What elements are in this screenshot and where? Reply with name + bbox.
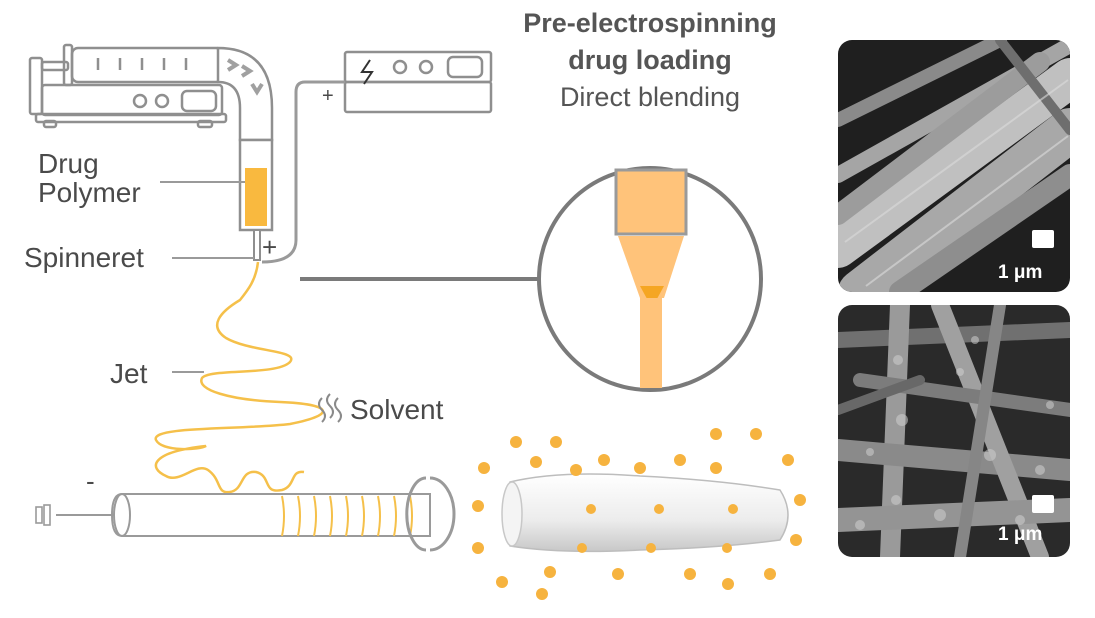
solvent-vapor-icon — [318, 393, 342, 423]
title-line-2: drug loading — [568, 45, 732, 75]
polymer-jet — [154, 261, 325, 494]
label-polymer: Polymer — [38, 177, 141, 208]
drug-loaded-scaffold — [501, 473, 789, 553]
title-line-3: Direct blending — [559, 82, 741, 112]
scale-bar-bottom — [1032, 495, 1054, 513]
polymer-reservoir — [238, 138, 274, 261]
label-plus-supply: + — [322, 85, 334, 107]
drug-particles — [472, 428, 806, 600]
rotating-collector — [35, 476, 456, 552]
label-minus: - — [86, 466, 95, 496]
sem-image-bottom — [838, 305, 1070, 557]
scale-bar-top — [1032, 230, 1054, 248]
high-voltage-wire — [261, 80, 345, 264]
title-line-1: Pre-electrospinning — [523, 8, 777, 38]
label-spinneret: Spinneret — [24, 242, 144, 273]
sem-image-top — [838, 40, 1070, 292]
label-jet: Jet — [110, 358, 148, 389]
needle-tip-zoom — [537, 166, 763, 392]
syringe-pump — [28, 43, 228, 129]
power-supply — [343, 50, 493, 114]
label-drug: Drug — [38, 148, 99, 179]
feed-tube — [216, 46, 274, 142]
label-leaders — [160, 181, 254, 373]
scale-label-top: 1 μm — [998, 262, 1043, 283]
label-solvent: Solvent — [350, 394, 444, 425]
scale-label-bottom: 1 μm — [998, 524, 1043, 545]
label-plus-needle: + — [262, 232, 278, 262]
